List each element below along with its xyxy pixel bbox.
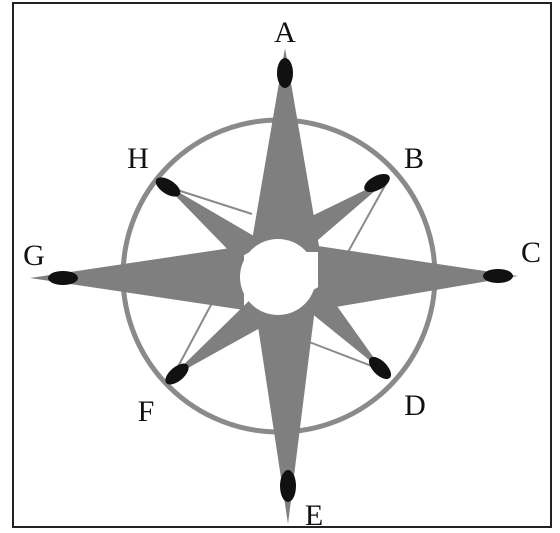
tip-g — [48, 271, 78, 285]
label-d: D — [404, 389, 426, 422]
center-hub — [240, 239, 316, 315]
label-h: H — [127, 142, 149, 175]
label-f: F — [138, 395, 155, 428]
tip-e — [280, 470, 296, 502]
label-c: C — [521, 236, 541, 269]
tip-c — [483, 269, 513, 283]
label-g: G — [23, 239, 45, 272]
tip-a — [277, 58, 293, 88]
label-b: B — [404, 142, 424, 175]
label-a: A — [274, 16, 296, 49]
label-e: E — [305, 499, 323, 532]
